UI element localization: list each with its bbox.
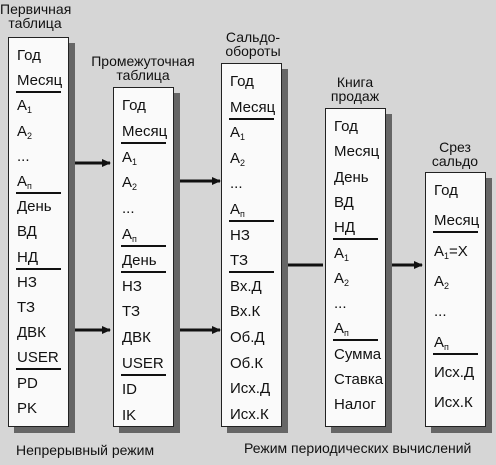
field-balance: Об.Д — [230, 329, 265, 346]
field-sales-book: A1 — [334, 244, 350, 263]
field-balance-slice: Месяц — [434, 212, 480, 230]
table-title-balance: Сальдо- обороты — [225, 29, 281, 59]
field-intermediate: Месяц — [122, 122, 168, 140]
field-intermediate: USER — [122, 355, 164, 372]
field-balance: A2 — [230, 149, 246, 168]
field-sales-book: Год — [334, 118, 358, 135]
field-intermediate: A2 — [122, 174, 138, 193]
field-balance-slice: Aп — [434, 333, 449, 352]
field-primary: ДВК — [17, 324, 46, 342]
key-underline — [121, 141, 166, 144]
field-balance: Месяц — [230, 98, 276, 116]
key-underline — [16, 368, 61, 371]
field-primary: Aп — [17, 173, 32, 192]
field-intermediate: ТЗ — [122, 303, 141, 321]
field-sales-book: День — [334, 168, 369, 186]
field-intermediate: НЗ — [122, 277, 142, 295]
field-primary: День — [17, 198, 52, 216]
field-balance: Об.К — [230, 354, 264, 372]
field-balance-slice: A2 — [434, 272, 450, 291]
table-title-balance-slice: Срез сальдо — [431, 139, 479, 169]
key-underline — [16, 192, 61, 194]
table-title-sales-book: Книга продаж — [330, 74, 380, 104]
field-balance-slice: Исх.Д — [434, 363, 475, 381]
field-balance: A1 — [230, 124, 246, 143]
field-sales-book: A2 — [334, 269, 350, 288]
field-balance: ТЗ — [230, 252, 249, 270]
key-underline — [121, 270, 166, 273]
caption-continuous-mode: Непрерывный режим — [16, 442, 155, 458]
field-balance: НЗ — [230, 226, 250, 244]
field-sales-book: Месяц — [334, 143, 380, 161]
field-balance-slice: A1=X — [434, 242, 468, 261]
field-primary: ТЗ — [17, 299, 36, 316]
field-primary: Месяц — [17, 72, 63, 90]
field-primary: PK — [17, 399, 38, 417]
key-underline — [229, 117, 274, 120]
field-balance: ... — [230, 175, 243, 193]
field-sales-book: Ставка — [334, 371, 384, 388]
key-underline — [121, 245, 166, 247]
field-sales-book: ... — [334, 295, 347, 313]
field-intermediate: ... — [122, 200, 135, 218]
key-underline — [16, 267, 61, 270]
field-primary: A2 — [17, 122, 33, 141]
field-balance: Вх.К — [230, 303, 261, 321]
key-underline — [333, 238, 378, 241]
table-title-primary: Первичная таблица — [0, 1, 72, 31]
key-underline — [121, 374, 166, 376]
field-balance-slice: Исх.К — [434, 394, 473, 412]
field-intermediate: Год — [122, 97, 146, 114]
key-underline — [333, 339, 378, 342]
field-intermediate: ID — [122, 380, 137, 398]
field-intermediate: ДВК — [122, 329, 151, 347]
table-title-intermediate: Промежуточная таблица — [91, 53, 195, 83]
field-sales-book: НД — [334, 219, 355, 237]
field-primary: A1 — [17, 97, 33, 116]
field-intermediate: Aп — [122, 226, 137, 245]
field-primary: ... — [17, 147, 30, 165]
field-balance: Вх.Д — [230, 277, 262, 295]
field-balance: Исх.Д — [230, 380, 271, 398]
field-primary: PD — [17, 374, 38, 392]
field-sales-book: ВД — [334, 193, 354, 211]
field-primary: Год — [17, 47, 41, 64]
key-underline — [16, 91, 61, 94]
caption-periodic-mode: Режим периодических вычислений — [244, 440, 472, 456]
field-balance-slice: ... — [434, 303, 447, 321]
key-underline — [433, 231, 478, 234]
key-underline — [433, 352, 478, 355]
field-balance: Исх.К — [230, 405, 269, 423]
field-primary: НЗ — [17, 273, 37, 291]
field-primary: USER — [17, 349, 59, 367]
field-primary: НД — [17, 248, 38, 266]
field-intermediate: IK — [122, 406, 137, 424]
field-sales-book: Сумма — [334, 345, 382, 363]
field-primary: ВД — [17, 223, 37, 241]
field-intermediate: A1 — [122, 148, 138, 167]
field-sales-book: Aп — [334, 320, 349, 339]
field-balance: Aп — [230, 201, 245, 220]
key-underline — [229, 220, 274, 222]
key-underline — [229, 271, 274, 274]
field-intermediate: День — [122, 251, 157, 269]
field-balance: Год — [230, 73, 254, 90]
field-balance-slice: Год — [434, 182, 458, 199]
field-sales-book: Налог — [334, 396, 376, 414]
